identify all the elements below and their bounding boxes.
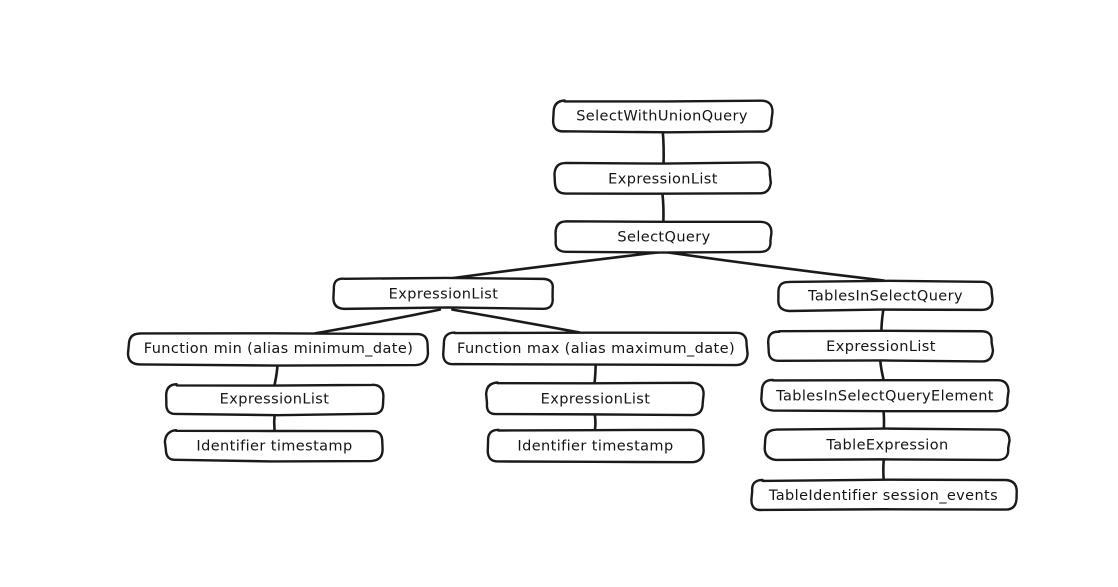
edge-n5-to-n8	[273, 362, 279, 386]
node-n3[interactable]: ExpressionList	[332, 276, 554, 311]
node-label-n12: Identifier timestamp	[517, 439, 673, 455]
node-box-n8	[164, 383, 385, 417]
edge-n9-to-n12	[593, 412, 597, 433]
node-label-n2: SelectQuery	[617, 230, 710, 246]
node-box-n11	[163, 429, 384, 463]
edge-n2-to-n3	[450, 250, 664, 280]
node-box-n5	[126, 332, 430, 367]
node-box-n13	[763, 427, 1011, 462]
node-n11[interactable]: Identifier timestamp	[163, 429, 384, 463]
node-box-n4	[777, 279, 994, 313]
node-n13[interactable]: TableExpression	[763, 427, 1011, 462]
node-label-n6: Function max (alias maximum_date)	[457, 341, 735, 357]
node-n8[interactable]: ExpressionList	[164, 383, 385, 417]
node-n4[interactable]: TablesInSelectQuery	[777, 279, 994, 313]
node-label-n4: TablesInSelectQuery	[807, 289, 963, 305]
node-n7[interactable]: ExpressionList	[766, 329, 995, 363]
node-label-n0: SelectWithUnionQuery	[576, 109, 748, 125]
node-box-n2	[554, 220, 773, 254]
node-box-n12	[486, 428, 705, 464]
edge-n7-to-n10	[878, 359, 886, 383]
node-label-n5: Function min (alias minimum_date)	[144, 341, 414, 357]
node-n9[interactable]: ExpressionList	[484, 381, 705, 417]
node-box-n1	[553, 161, 773, 195]
node-n0[interactable]: SelectWithUnionQuery	[551, 99, 774, 134]
edge-n6-to-n9	[593, 362, 597, 386]
node-label-n11: Identifier timestamp	[196, 439, 352, 455]
node-n12[interactable]: Identifier timestamp	[486, 428, 705, 464]
nodes-layer: SelectWithUnionQueryExpressionListSelect…	[126, 99, 1018, 512]
node-box-n10	[760, 378, 1010, 413]
node-label-n14: TableIdentifier session_events	[768, 488, 998, 504]
node-n1[interactable]: ExpressionList	[553, 161, 773, 195]
node-box-n14	[750, 478, 1018, 512]
edge-n4-to-n7	[880, 308, 885, 334]
edge-n1-to-n2	[661, 193, 665, 224]
node-label-n8: ExpressionList	[220, 392, 330, 408]
node-label-n13: TableExpression	[825, 438, 948, 454]
edge-n0-to-n1	[661, 130, 665, 167]
node-n2[interactable]: SelectQuery	[554, 220, 773, 254]
node-label-n3: ExpressionList	[389, 287, 499, 303]
node-label-n1: ExpressionList	[608, 172, 718, 188]
edge-n3-to-n6	[451, 308, 581, 334]
node-box-n3	[332, 276, 554, 311]
node-box-n7	[766, 329, 995, 363]
node-label-n9: ExpressionList	[541, 392, 651, 408]
edge-n3-to-n5	[313, 308, 442, 335]
node-box-n0	[551, 99, 774, 134]
edge-n2-to-n4	[665, 250, 886, 282]
node-n6[interactable]: Function max (alias maximum_date)	[442, 331, 749, 367]
node-n14[interactable]: TableIdentifier session_events	[750, 478, 1018, 512]
node-n5[interactable]: Function min (alias minimum_date)	[126, 332, 430, 367]
node-n10[interactable]: TablesInSelectQueryElement	[760, 378, 1010, 413]
node-box-n9	[484, 381, 705, 417]
node-label-n10: TablesInSelectQueryElement	[775, 389, 994, 405]
node-label-n7: ExpressionList	[826, 339, 936, 355]
node-box-n6	[442, 331, 749, 367]
